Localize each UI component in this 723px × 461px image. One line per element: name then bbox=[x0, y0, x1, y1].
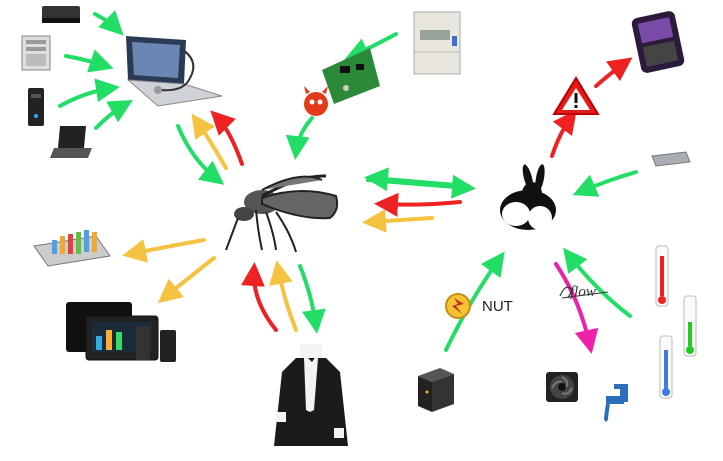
bar-chart-icon bbox=[33, 230, 111, 267]
circuit-board-icon bbox=[322, 48, 380, 104]
fan-icon bbox=[546, 372, 578, 402]
arrow-rabbit-to-warning bbox=[550, 109, 577, 158]
arrow-server-to-laptop bbox=[64, 49, 114, 73]
laptop-icon bbox=[50, 126, 92, 158]
arrow-ups-to-rabbit bbox=[444, 251, 505, 352]
arrow-meter-to-board bbox=[344, 32, 398, 61]
rabbit-icon bbox=[500, 164, 556, 230]
thermometer-icon bbox=[683, 295, 697, 357]
laptop-stethoscope-icon bbox=[126, 36, 223, 107]
arrow-mosquito-to-dashboard bbox=[157, 256, 216, 304]
server-tower-icon bbox=[21, 35, 51, 71]
energy-meter-icon bbox=[413, 11, 461, 75]
set-top-box-icon bbox=[42, 6, 80, 23]
arrow-butler-mosquito-yellow bbox=[269, 260, 298, 332]
arrow-pc-to-laptop bbox=[58, 78, 120, 108]
thermometer-icon bbox=[655, 245, 669, 307]
arrow-rabbit-mosquito-green bbox=[364, 167, 470, 192]
arrow-mosquito-to-chart bbox=[122, 238, 206, 263]
warning-icon bbox=[552, 76, 600, 115]
arrow-rabbit-to-actuators bbox=[554, 262, 599, 354]
water-tap-icon bbox=[604, 384, 628, 422]
flow-label: flow bbox=[570, 284, 596, 300]
mosquito-icon bbox=[225, 174, 339, 253]
arrow-mosquito-butler-green bbox=[298, 264, 326, 334]
arrow-mosquito-laptop-red bbox=[210, 110, 244, 166]
nut-label: NUT bbox=[482, 298, 513, 315]
arrow-rabbit-mosquito-red bbox=[374, 192, 462, 217]
flow-logo-icon bbox=[559, 286, 609, 299]
smartphone-icon bbox=[631, 11, 685, 73]
arrow-box-to-laptop bbox=[93, 10, 124, 36]
arrow-warning-to-phone bbox=[594, 57, 633, 88]
thermometer-icon bbox=[659, 335, 673, 399]
arrow-smalllaptop-to-laptop bbox=[94, 100, 133, 130]
arrow-netbox-to-rabbit bbox=[572, 170, 638, 197]
arrow-mosquito-laptop-yellow bbox=[191, 113, 228, 170]
arrow-thermo-to-rabbit bbox=[563, 247, 632, 318]
daemon-icon bbox=[304, 86, 328, 116]
arrow-butler-mosquito-red bbox=[240, 262, 278, 332]
arrow-rabbit-mosquito-yellow bbox=[362, 208, 434, 233]
network-box-icon bbox=[651, 151, 691, 167]
arrow-laptop-mosquito-green bbox=[176, 124, 225, 185]
ups-icon bbox=[418, 368, 454, 412]
dashboard-devices-icon bbox=[66, 302, 176, 362]
pc-tower-icon bbox=[28, 88, 44, 126]
nut-logo-icon bbox=[445, 293, 471, 319]
butler-icon bbox=[274, 344, 348, 446]
arrow-board-to-mosquito bbox=[285, 116, 314, 160]
